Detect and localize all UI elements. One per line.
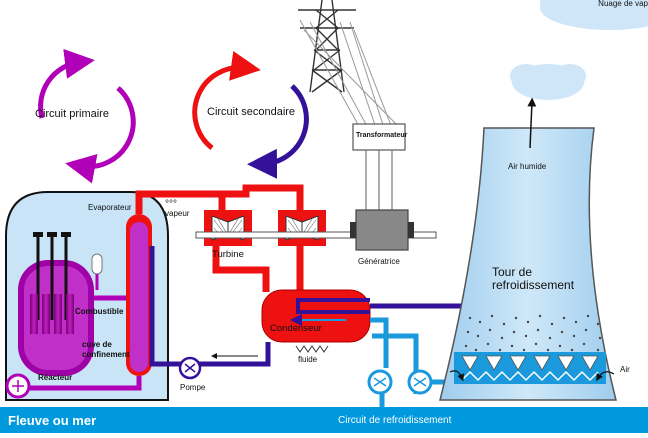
- cooling-circuit-label: Circuit de refroidissement: [338, 415, 452, 426]
- cooling-pump-1-icon: [367, 369, 393, 395]
- water-source-bar: [0, 407, 648, 433]
- feedwater-pump-icon: [178, 356, 202, 380]
- secondary-circuit-label: Circuit secondaire: [207, 106, 296, 118]
- condenser: [261, 289, 371, 353]
- turbine-low-pressure: [278, 210, 326, 246]
- pump-label: Pompe: [180, 383, 206, 392]
- primary-circuit-label: Circuit primaire: [35, 108, 109, 120]
- water-source-label: Fleuve ou mer: [8, 413, 97, 428]
- cooling-pump-2-icon: [407, 369, 433, 395]
- pressurizer: [91, 253, 103, 290]
- air-label: Air: [620, 365, 630, 374]
- power-lines: [299, 19, 401, 129]
- steam-cloud-label: Nuage de vap: [598, 0, 648, 8]
- primary-circuit-arrows: [38, 48, 136, 184]
- primary-loop-pipes: [24, 295, 142, 391]
- condensate-return-pipe: [149, 246, 271, 367]
- transformer-label: Transformateur: [356, 132, 408, 139]
- condenser-label: Condenseur: [270, 323, 322, 334]
- steam-cloud: [510, 64, 586, 100]
- steam-bubbles-icon: °°°: [165, 199, 177, 210]
- turbine-high-pressure: [204, 210, 252, 246]
- power-pylon-icon: [298, 0, 356, 93]
- steam-pipes: [135, 184, 304, 292]
- generator: [350, 209, 414, 251]
- steam-label: vapeur: [165, 209, 190, 218]
- fuel-label: Combustible: [75, 307, 124, 316]
- steam-generator: [126, 214, 152, 376]
- cooling-tower: [439, 97, 617, 401]
- steam-cloud-top: [540, 0, 648, 30]
- turbine-shaft: [195, 231, 437, 239]
- generator-label: Génératrice: [358, 257, 400, 266]
- transformer: [352, 123, 406, 210]
- containment-label: cuve de confinement: [82, 340, 130, 359]
- turbine-label: Turbine: [212, 249, 244, 260]
- fill-packing: [461, 355, 599, 371]
- reactor-vessel: [18, 232, 94, 376]
- evaporator-label: Evaporateur: [88, 203, 132, 212]
- secondary-circuit-arrows: [192, 51, 309, 179]
- cooling-tower-label: Tour de refroidissement: [492, 265, 575, 293]
- reactor-label: Réacteur: [38, 373, 73, 382]
- fluid-label: fluide: [298, 355, 318, 364]
- reactor-pump-icon: [5, 373, 31, 399]
- humid-air-label: Air humide: [508, 162, 547, 171]
- spray-droplets: [464, 314, 602, 352]
